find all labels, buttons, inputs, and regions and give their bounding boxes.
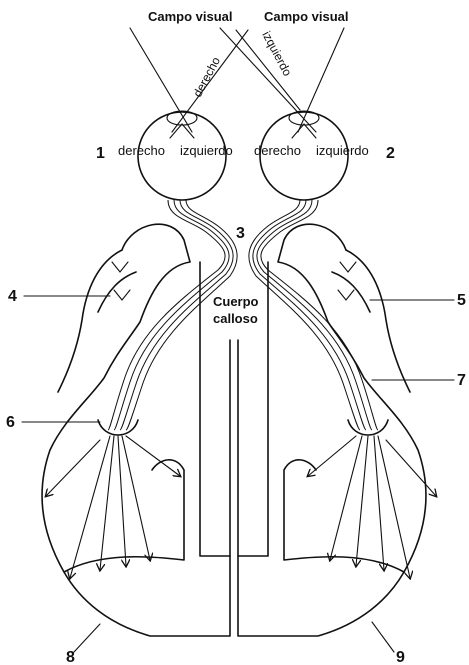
visual-field-right-title: Campo visual (264, 9, 349, 24)
label-1: 1 (96, 145, 105, 162)
corpus-callosum-label-line2: calloso (213, 311, 258, 326)
label-2: 2 (386, 145, 395, 162)
left-optic-radiation (46, 436, 180, 578)
label-3-chiasm: 3 (236, 225, 245, 242)
label-9: 9 (396, 649, 405, 665)
left-eye-izquierdo-label: izquierdo (180, 143, 233, 158)
label-8: 8 (66, 649, 75, 665)
corpus-callosum (230, 340, 238, 556)
label-7: 7 (457, 372, 466, 389)
right-eye-derecho-label: derecho (254, 143, 301, 158)
corpus-callosum-label-line1: Cuerpo (213, 294, 259, 309)
label-6: 6 (6, 414, 15, 431)
left-hemisphere (42, 224, 230, 636)
label-4: 4 (8, 288, 17, 305)
right-eye-izquierdo-label: izquierdo (316, 143, 369, 158)
visual-field-right-side-label: derecho (190, 54, 223, 99)
label-5: 5 (457, 292, 466, 309)
left-eye-derecho-label: derecho (118, 143, 165, 158)
right-geniculate (348, 420, 388, 435)
left-geniculate (98, 420, 138, 435)
visual-field-left-title: Campo visual (148, 9, 233, 24)
visual-field-left-side-label: izquierdo (259, 29, 294, 79)
